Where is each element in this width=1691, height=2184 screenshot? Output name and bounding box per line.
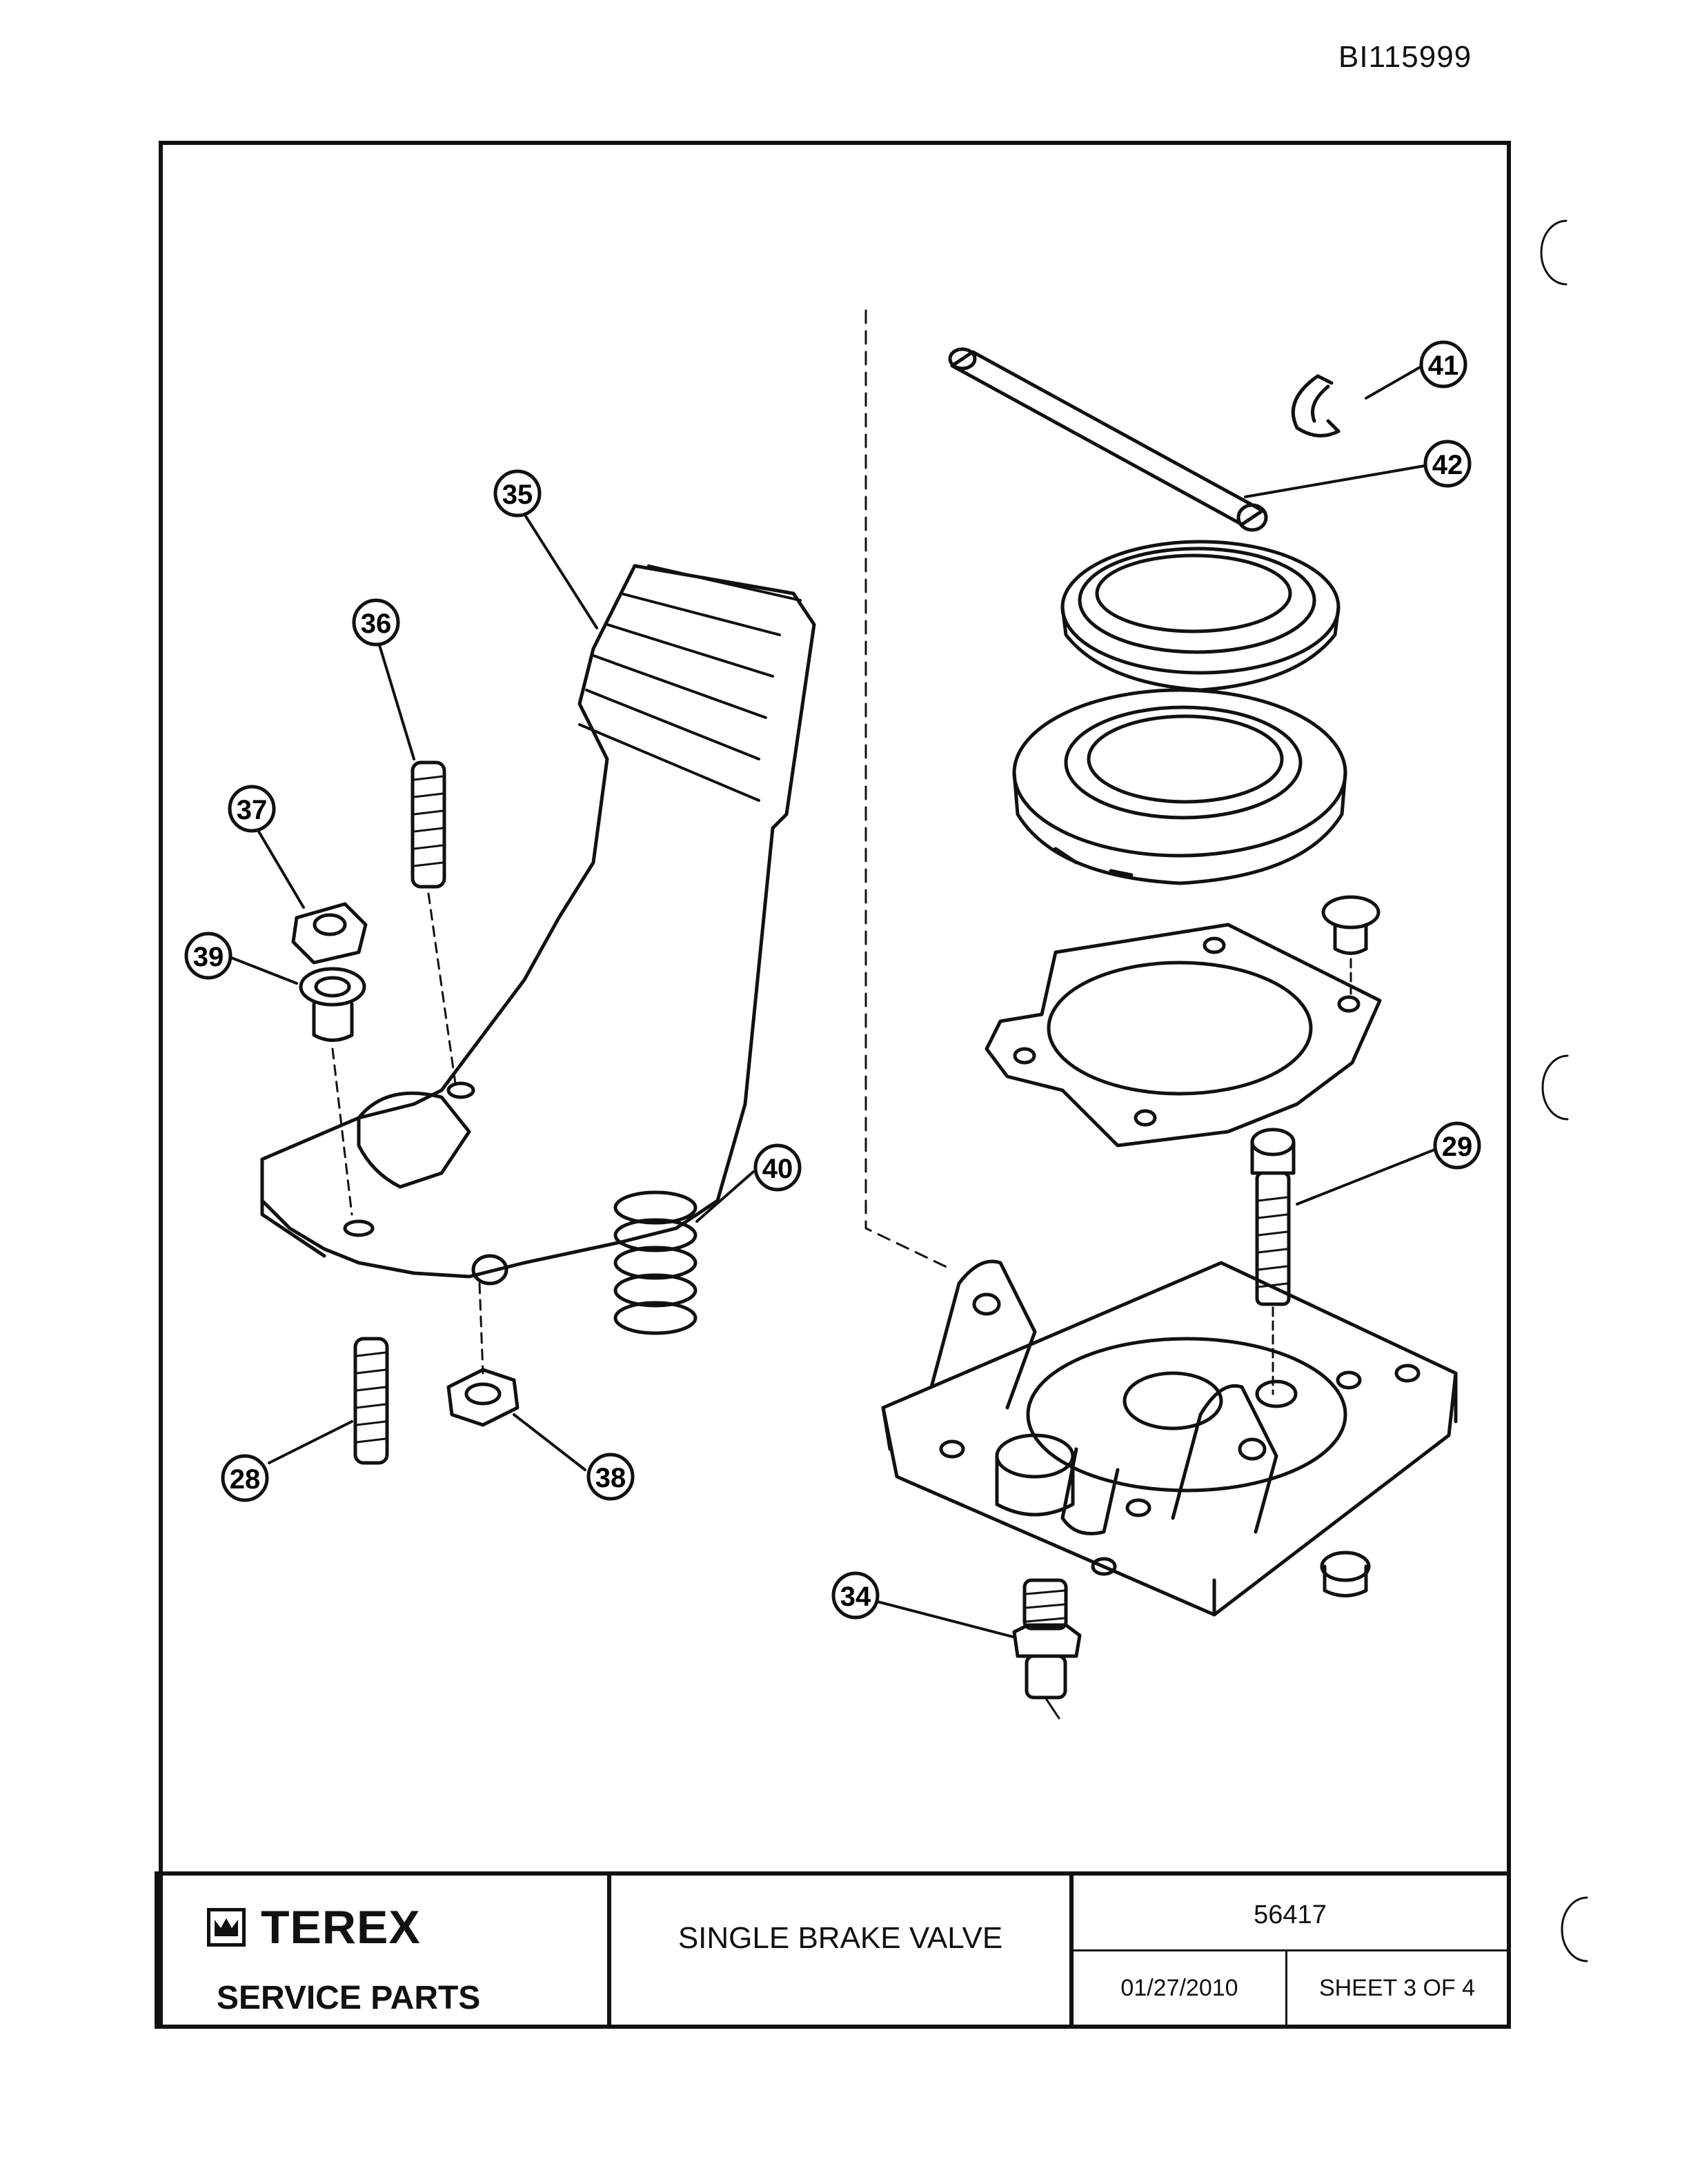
- svg-text:38: 38: [595, 1463, 626, 1493]
- brand-logo: TEREX: [207, 1900, 421, 1954]
- nut-37: [291, 902, 368, 965]
- callout-37: 37: [228, 785, 276, 833]
- clip-41: [1291, 374, 1341, 437]
- callout-36: 36: [352, 598, 400, 647]
- date-cell: 01/27/2010: [1069, 1951, 1287, 2029]
- title-cell: SINGLE BRAKE VALVE: [607, 1871, 1069, 2029]
- document-id: BI115999: [1338, 40, 1472, 74]
- plug-39: [299, 967, 366, 1216]
- part-number-cell: 56417: [1069, 1871, 1511, 1951]
- nut-38: [446, 1282, 520, 1427]
- brake-pedal: [260, 564, 816, 1286]
- svg-text:29: 29: [1442, 1132, 1473, 1162]
- brand-subtitle: SERVICE PARTS: [217, 1980, 481, 2016]
- callout-41: 41: [1419, 340, 1467, 388]
- stud-28: [353, 1337, 389, 1465]
- seal-ring: [1012, 688, 1347, 885]
- brand-cell: TEREX SERVICE PARTS: [155, 1871, 607, 2029]
- callout-40: 40: [753, 1143, 802, 1192]
- callout-38: 38: [586, 1453, 635, 1501]
- callout-39: 39: [184, 932, 233, 980]
- svg-text:28: 28: [230, 1464, 261, 1495]
- svg-text:42: 42: [1432, 450, 1463, 480]
- svg-text:36: 36: [361, 609, 392, 639]
- callout-28: 28: [221, 1454, 269, 1502]
- svg-text:39: 39: [193, 942, 224, 972]
- callout-42: 42: [1423, 440, 1472, 488]
- svg-text:41: 41: [1428, 351, 1459, 381]
- part-number: 56417: [1254, 1900, 1327, 1929]
- pin-42: [948, 347, 1268, 532]
- title-block: TEREX SERVICE PARTS SINGLE BRAKE VALVE 5…: [155, 1871, 1511, 2029]
- fitting-34: [1012, 1578, 1082, 1720]
- plug-lower: [1320, 1551, 1371, 1597]
- svg-text:35: 35: [502, 480, 533, 510]
- sheet-cell: SHEET 3 OF 4: [1287, 1951, 1511, 2029]
- svg-text:40: 40: [762, 1154, 793, 1184]
- svg-text:37: 37: [237, 795, 268, 825]
- svg-text:34: 34: [840, 1582, 871, 1612]
- terex-crown-icon: [207, 1908, 246, 1947]
- binder-hole-marks: [1540, 219, 1588, 1962]
- revision-date: 01/27/2010: [1120, 1975, 1238, 2001]
- spring-40: [613, 1190, 698, 1335]
- stud-36: [411, 760, 457, 1085]
- callout-35: 35: [493, 469, 542, 518]
- assembly-centerline: [864, 309, 953, 1271]
- valve-body: [881, 1259, 1458, 1617]
- drawing-title: SINGLE BRAKE VALVE: [678, 1921, 1003, 1955]
- leader-lines: [228, 364, 1438, 1638]
- sheet-number: SHEET 3 OF 4: [1318, 1975, 1476, 2001]
- callout-29: 29: [1433, 1121, 1481, 1170]
- gasket: [985, 923, 1382, 1148]
- callout-34: 34: [831, 1571, 880, 1620]
- brand-name: TEREX: [261, 1901, 421, 1954]
